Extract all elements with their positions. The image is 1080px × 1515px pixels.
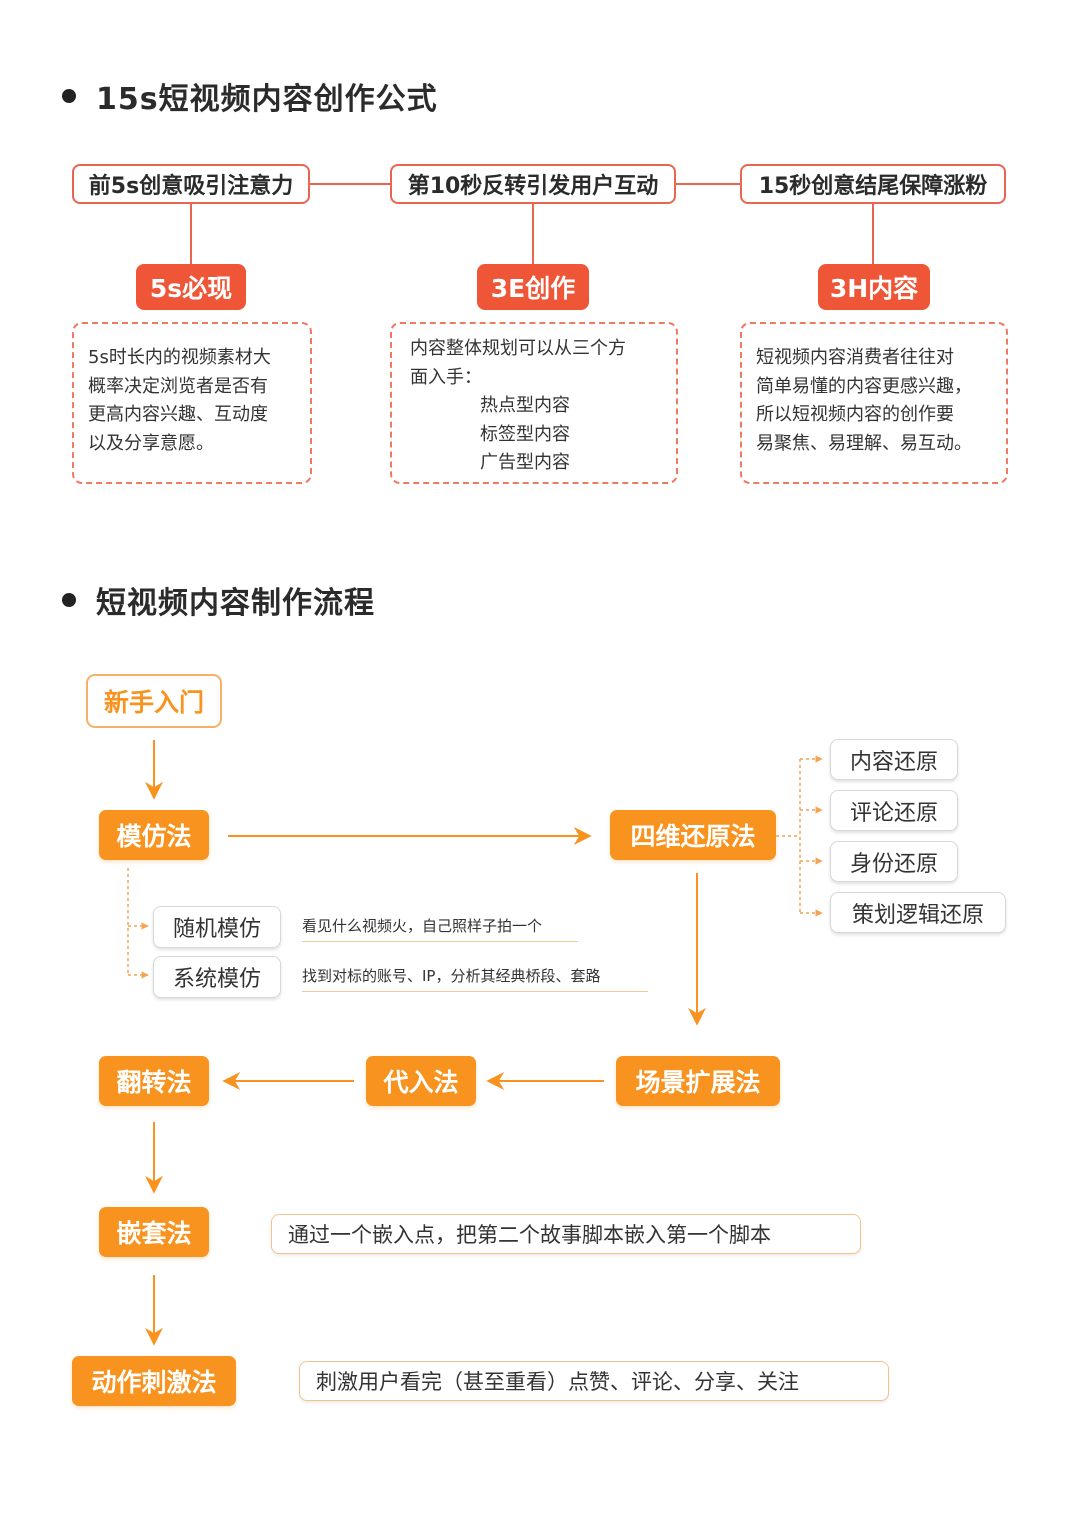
content-restore-box: 内容还原 bbox=[830, 739, 958, 780]
formula-description-2: 内容整体规划可以从三个方 面入手： 热点型内容 标签型内容 广告型内容 bbox=[390, 322, 678, 484]
nested-note: 通过一个嵌入点，把第二个故事脚本嵌入第一个脚本 bbox=[271, 1214, 861, 1254]
substitution-node: 代入法 bbox=[366, 1056, 476, 1106]
description-line: 标签型内容 bbox=[480, 423, 570, 445]
section2-title-text: 短视频内容制作流程 bbox=[96, 586, 375, 621]
start-node: 新手入门 bbox=[86, 674, 222, 728]
action-stimulus-note: 刺激用户看完（甚至重看）点赞、评论、分享、关注 bbox=[299, 1361, 889, 1401]
imitation-node: 模仿法 bbox=[99, 810, 209, 860]
description-line: 广告型内容 bbox=[480, 452, 570, 473]
bullet-icon bbox=[62, 89, 76, 103]
connector-line bbox=[532, 204, 534, 266]
formula-tag-3: 3H内容 bbox=[818, 264, 930, 310]
formula-description-3: 短视频内容消费者往往对 简单易懂的内容更感兴趣， 所以短视频内容的创作要 易聚焦… bbox=[740, 322, 1008, 484]
identity-restore-box: 身份还原 bbox=[830, 841, 958, 882]
formula-header-1: 前5s创意吸引注意力 bbox=[72, 164, 310, 204]
connector-line bbox=[310, 183, 390, 185]
random-imitation-box: 随机模仿 bbox=[153, 906, 281, 948]
formula-tag-2: 3E创作 bbox=[477, 264, 589, 310]
description-line: 短视频内容消费者往往对 bbox=[756, 347, 954, 368]
action-stimulus-node: 动作刺激法 bbox=[72, 1356, 236, 1406]
system-imitation-box: 系统模仿 bbox=[153, 956, 281, 998]
restore-node: 四维还原法 bbox=[610, 810, 776, 860]
description-line: 以及分享意愿。 bbox=[88, 432, 214, 454]
formula-header-2: 第10秒反转引发用户互动 bbox=[390, 164, 676, 204]
connector-line bbox=[872, 204, 874, 266]
formula-header-3: 15秒创意结尾保障涨粉 bbox=[740, 164, 1006, 204]
section1-title-text: 15s短视频内容创作公式 bbox=[96, 82, 438, 117]
system-imitation-note: 找到对标的账号、IP，分析其经典桥段、套路 bbox=[302, 965, 648, 992]
flip-node: 翻转法 bbox=[99, 1056, 209, 1106]
description-line: 所以短视频内容的创作要 bbox=[756, 404, 954, 425]
connector-line bbox=[676, 183, 740, 185]
comment-restore-box: 评论还原 bbox=[830, 790, 958, 831]
description-line: 易聚焦、易理解、易互动。 bbox=[756, 432, 972, 454]
connector-line bbox=[190, 204, 192, 266]
random-imitation-note: 看见什么视频火，自己照样子拍一个 bbox=[302, 915, 578, 942]
description-line: 简单易懂的内容更感兴趣， bbox=[756, 375, 972, 397]
planning-logic-restore-box: 策划逻辑还原 bbox=[830, 892, 1006, 933]
description-line: 内容整体规划可以从三个方 bbox=[410, 338, 626, 359]
description-line: 概率决定浏览者是否有 bbox=[88, 375, 268, 397]
scene-expansion-node: 场景扩展法 bbox=[616, 1056, 780, 1106]
description-line: 更高内容兴趣、互动度 bbox=[88, 404, 268, 425]
description-line: 面入手： bbox=[410, 366, 482, 388]
section2-title: 短视频内容制作流程 bbox=[62, 580, 375, 621]
description-line: 热点型内容 bbox=[480, 395, 570, 416]
formula-description-1: 5s时长内的视频素材大 概率决定浏览者是否有 更高内容兴趣、互动度 以及分享意愿… bbox=[72, 322, 312, 484]
description-line: 5s时长内的视频素材大 bbox=[88, 347, 271, 368]
bullet-icon bbox=[62, 593, 76, 607]
nested-node: 嵌套法 bbox=[99, 1207, 209, 1257]
formula-tag-1: 5s必现 bbox=[136, 264, 246, 310]
section1-title: 15s短视频内容创作公式 bbox=[62, 76, 438, 117]
